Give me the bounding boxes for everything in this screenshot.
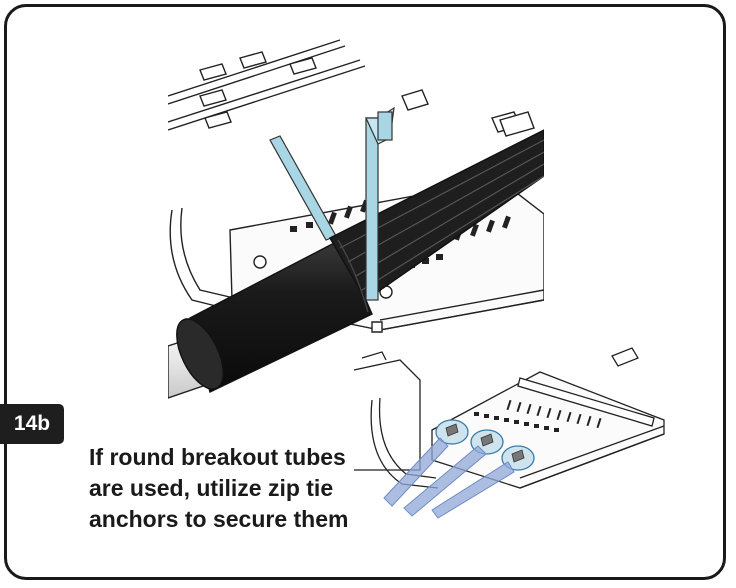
step-number-badge: 14b (0, 404, 64, 444)
upper-rails (168, 39, 521, 133)
zip-tie-anchor-icon (435, 419, 469, 445)
zip-tie-strap-vertical (365, 106, 395, 301)
zip-tie-anchor-icon (501, 445, 535, 471)
instruction-line: are used, utilize zip tie (89, 475, 334, 501)
overview-inset (350, 347, 722, 540)
instruction-line: anchors to secure them (89, 506, 349, 532)
instruction-line: If round breakout tubes (89, 444, 346, 470)
callout-arrows (383, 437, 515, 519)
instruction-text: If round breakout tubes are used, utiliz… (89, 442, 409, 535)
